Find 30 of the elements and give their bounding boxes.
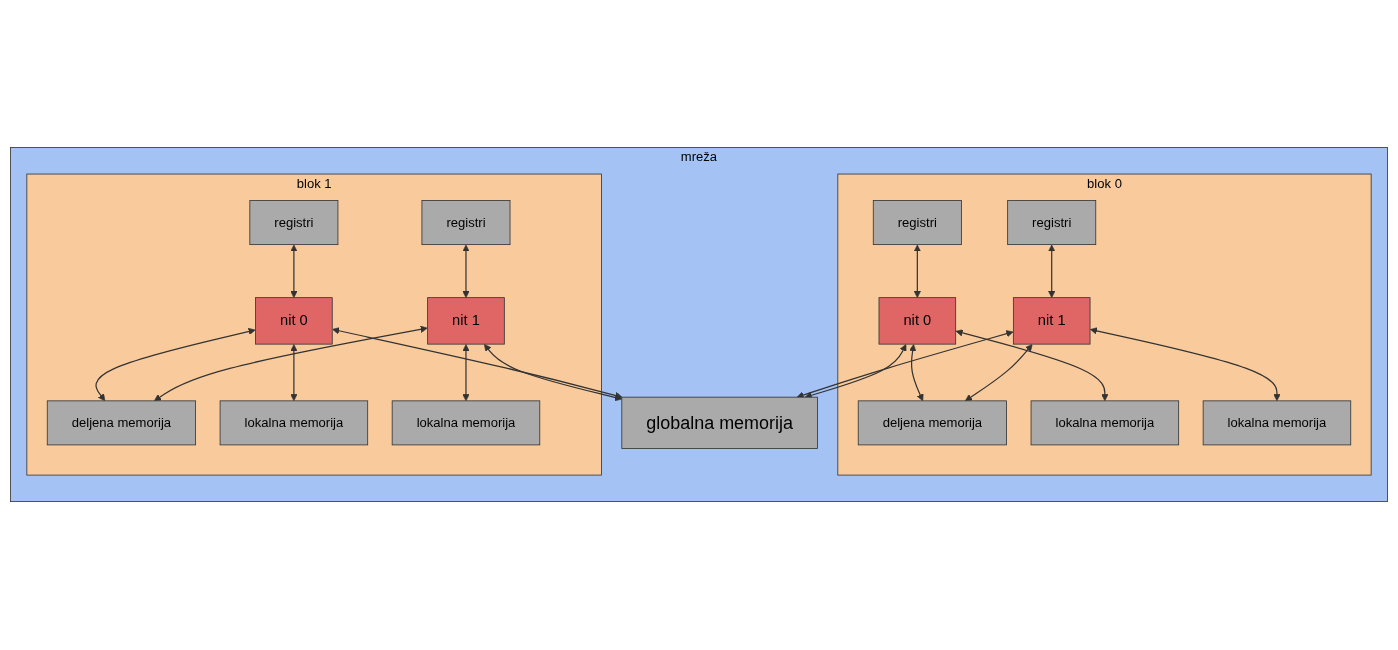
node-box: lokalna memorija xyxy=(219,400,369,446)
node-box: nit 1 xyxy=(427,297,505,345)
arrow xyxy=(909,344,924,402)
arrow xyxy=(1048,245,1056,299)
arrow xyxy=(154,326,428,402)
arrow xyxy=(462,245,470,299)
node-box: lokalna memorija xyxy=(1030,400,1180,446)
node-box: registri xyxy=(872,200,962,246)
node-box: lokalna memorija xyxy=(1202,400,1352,446)
node-box: nit 0 xyxy=(878,297,957,345)
node-box: registri xyxy=(1007,200,1097,246)
arrow xyxy=(965,344,1033,402)
node-box: lokalna memorija xyxy=(391,400,541,446)
arrow xyxy=(290,344,298,402)
arrow xyxy=(462,344,470,402)
node-box: deljena memorija xyxy=(857,400,1007,446)
arrow xyxy=(1090,327,1281,402)
arrow xyxy=(913,245,921,299)
arrow xyxy=(95,328,256,402)
arrow xyxy=(796,330,1014,399)
node-box: globalna memorija xyxy=(621,397,818,450)
arrow xyxy=(484,344,623,402)
node-box: nit 0 xyxy=(255,297,333,345)
node-box: registri xyxy=(421,200,511,246)
node-box: registri xyxy=(249,200,339,246)
arrow xyxy=(332,327,623,400)
arrow xyxy=(290,245,298,299)
arrow xyxy=(955,329,1109,402)
node-box: nit 1 xyxy=(1012,297,1091,345)
node-box: deljena memorija xyxy=(46,400,196,446)
